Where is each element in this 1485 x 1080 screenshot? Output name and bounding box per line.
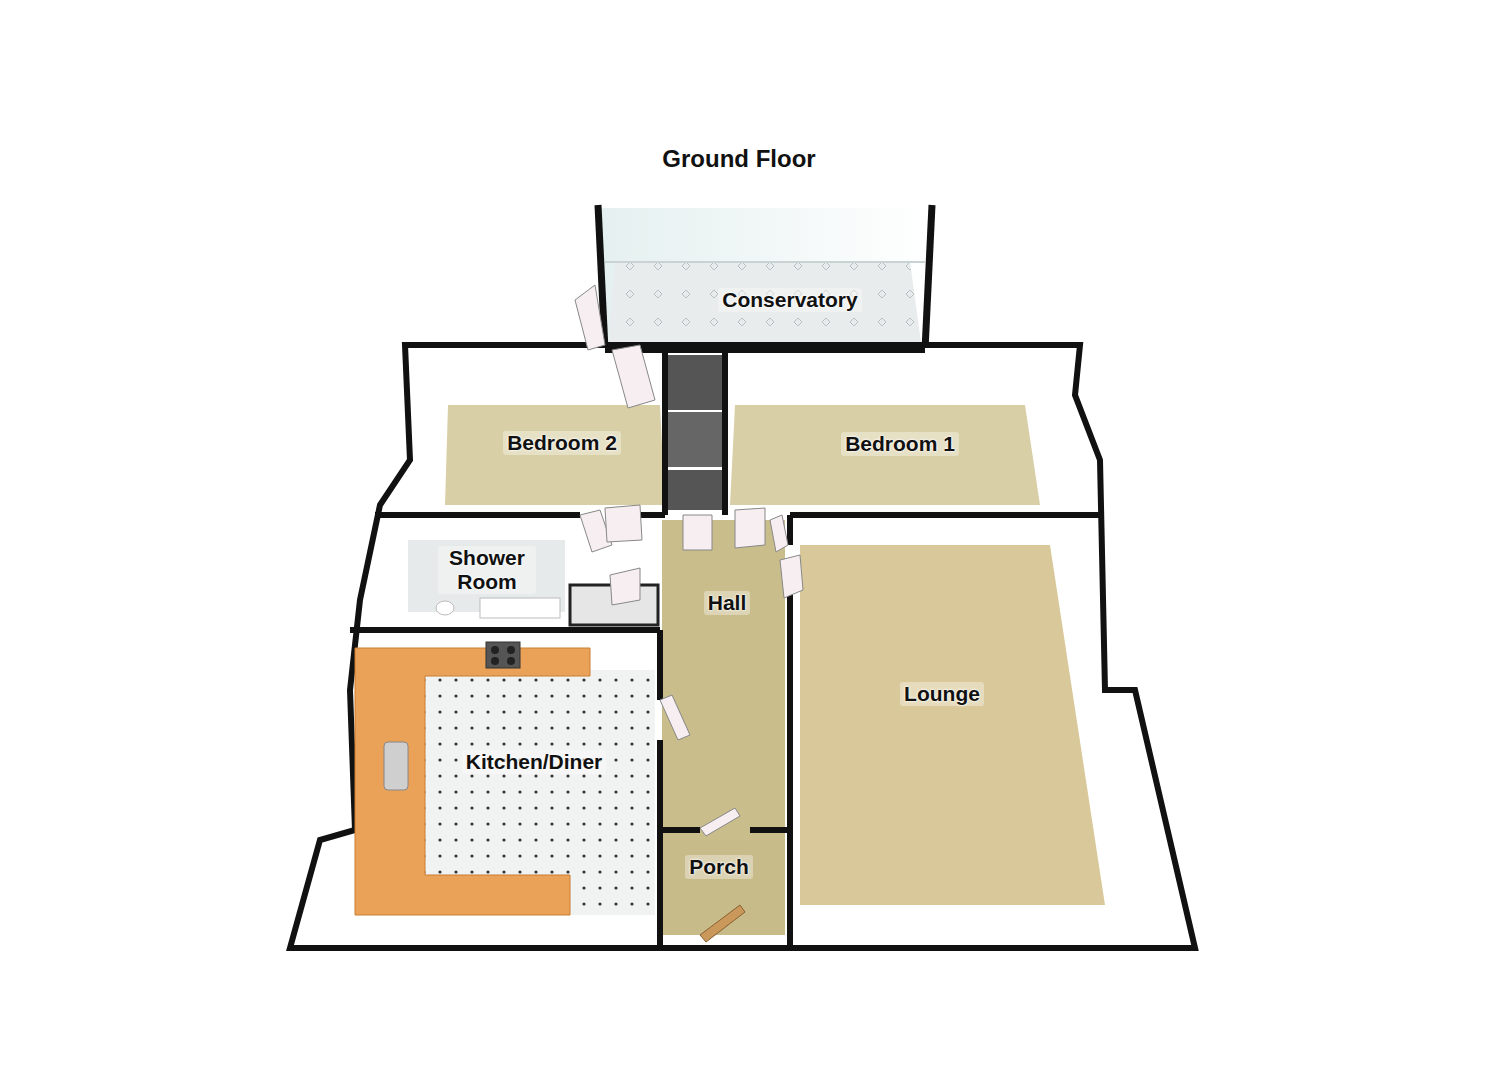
room-label: Shower Room [438,546,536,594]
hall-room: Hall [672,573,782,633]
kitchen-room: Kitchen/Diner [429,717,639,807]
shower-room: Shower Room [412,540,562,600]
room-label: Bedroom 2 [503,431,621,455]
bedroom-room: Bedroom 1 [760,404,1040,484]
conservatory-room: Conservatory [650,265,930,335]
lounge-room: Lounge [802,594,1082,794]
room-label: Conservatory [718,288,861,312]
room-label: Lounge [900,682,984,706]
room-label: Kitchen/Diner [462,750,607,774]
bedroom-room: Bedroom 2 [462,403,662,483]
room-label: Hall [704,591,751,615]
room-label: Porch [685,855,753,879]
room-label: Bedroom 1 [841,432,959,456]
plan-title: Ground Floor [662,145,815,173]
porch-room: Porch [663,842,775,892]
